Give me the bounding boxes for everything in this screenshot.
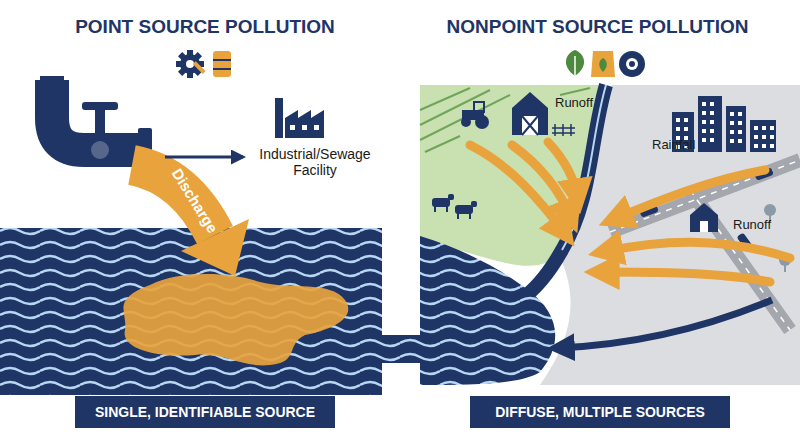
window <box>730 112 734 116</box>
band-text: DIFFUSE, MULTIPLE SOURCES <box>495 404 705 420</box>
window <box>770 135 774 139</box>
window <box>702 102 706 106</box>
leaf-icon <box>566 50 584 76</box>
window <box>762 135 766 139</box>
facility-label: Industrial/Sewage Facility <box>250 146 380 178</box>
city-ground <box>540 85 800 385</box>
window <box>710 129 714 133</box>
source-band: DIFFUSE, MULTIPLE SOURCES <box>470 396 730 428</box>
arrow-label: Runoff <box>555 96 605 111</box>
window <box>702 120 706 124</box>
window <box>738 130 742 134</box>
fence <box>552 124 575 136</box>
window <box>738 112 742 116</box>
arrow-label: Rainfall <box>652 138 712 153</box>
window <box>676 127 680 131</box>
window <box>730 121 734 125</box>
window <box>684 127 688 131</box>
source-band: SINGLE, IDENTIFIABLE SOURCE <box>75 396 335 428</box>
window <box>702 138 706 142</box>
window <box>754 144 758 148</box>
fertilizer-bag-icon <box>591 51 615 77</box>
lake <box>420 236 555 385</box>
tractor-icon <box>461 102 489 129</box>
window <box>710 138 714 142</box>
window <box>738 139 742 143</box>
window <box>770 144 774 148</box>
window <box>702 111 706 115</box>
window <box>738 121 742 125</box>
cows <box>432 194 477 219</box>
window <box>710 111 714 115</box>
gear-icon <box>176 50 206 78</box>
window <box>754 135 758 139</box>
window <box>684 118 688 122</box>
factory-icon <box>275 98 324 138</box>
panel-heading: NONPOINT SOURCE POLLUTION <box>400 16 795 38</box>
window <box>730 130 734 134</box>
flow-arrow <box>558 300 772 348</box>
barn-icon <box>512 92 548 135</box>
window <box>754 126 758 130</box>
window <box>710 102 714 106</box>
arrow-label: Runoff <box>733 218 788 233</box>
band-text: SINGLE, IDENTIFIABLE SOURCE <box>95 404 315 420</box>
barrel-icon <box>213 51 231 77</box>
window <box>702 129 706 133</box>
window <box>762 144 766 148</box>
tire-icon <box>619 51 645 77</box>
panel-heading: POINT SOURCE POLLUTION <box>5 16 405 38</box>
window <box>676 118 680 122</box>
window <box>710 120 714 124</box>
tree-icons <box>764 204 791 272</box>
pollution-plume <box>123 274 348 365</box>
runoff-arrows <box>470 142 790 282</box>
window <box>730 139 734 143</box>
facility-pointer <box>165 156 243 159</box>
window <box>762 126 766 130</box>
window <box>770 126 774 130</box>
house-icon <box>690 203 718 232</box>
